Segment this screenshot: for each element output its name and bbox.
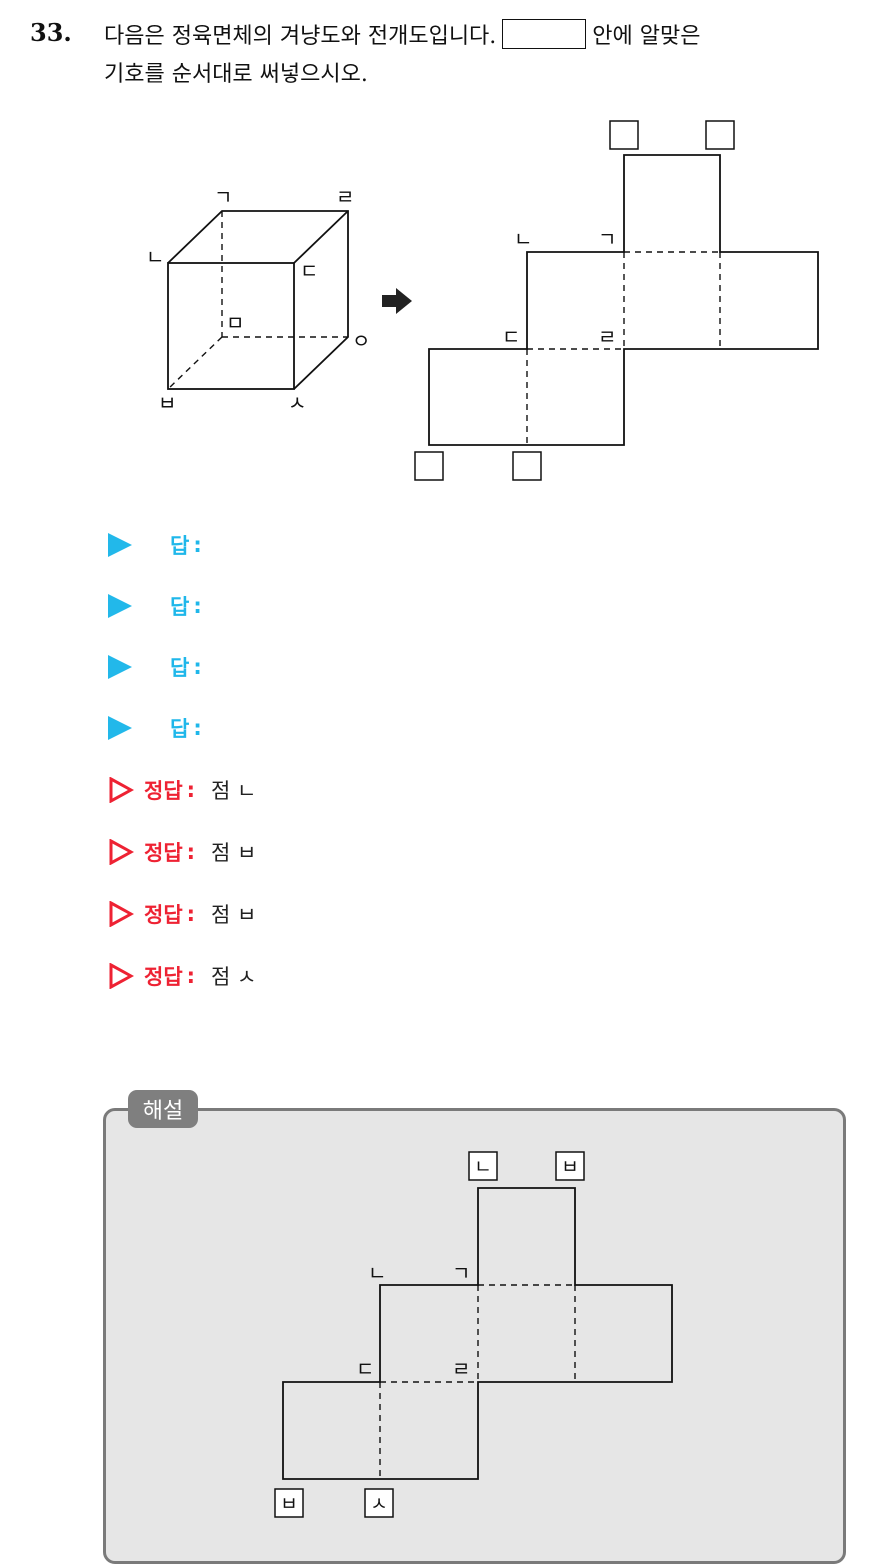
explanation-filled-boxes: ㄴ ㅂ ㅂ ㅅ (274, 1151, 585, 1518)
cube-label-n: ㄴ (146, 245, 164, 269)
cube-label-o: ㅇ (352, 329, 370, 353)
cube-label-d: ㄷ (300, 259, 318, 283)
correct-colon: : (186, 902, 196, 926)
answer-label: 답 (170, 656, 190, 680)
question-text-line2: 기호를 순서대로 써넣으시오. (104, 62, 368, 87)
answer-triangle-icon (108, 594, 132, 618)
question-text-before-box: 다음은 정육면체의 겨냥도와 전개도입니다. (104, 24, 497, 49)
explanation-figure: ㄴ ㄱ ㄷ ㄹ ㄴ ㅂ ㅂ ㅅ (274, 1151, 673, 1518)
filled-box-bottom-right: ㅅ (370, 1493, 387, 1515)
blank-box-top-right (705, 120, 735, 150)
net-label-n: ㄴ (514, 227, 532, 251)
cube-label-s: ㅅ (288, 391, 306, 415)
cube-label-g: ㄱ (214, 185, 232, 209)
correct-label: 정답 (144, 779, 183, 803)
explanation-net-fold-lines (379, 1284, 576, 1479)
cube-top-right-edge (293, 210, 349, 264)
exp-net-label-n: ㄴ (368, 1261, 386, 1285)
correct-value: 점 ㅂ (211, 903, 257, 927)
explanation-panel (103, 1108, 846, 1564)
answer-row: 답: (108, 708, 202, 748)
question-text-after-box: 안에 알맞은 (592, 24, 701, 49)
correct-triangle-icon (109, 901, 134, 927)
explanation-net-labels: ㄴ ㄱ ㄷ ㄹ (356, 1261, 470, 1381)
correct-value: 점 ㅅ (211, 965, 257, 989)
blank-box (502, 19, 587, 49)
exp-net-label-g: ㄱ (452, 1261, 470, 1285)
cube-label-m: ㅁ (226, 311, 244, 335)
net-label-g: ㄱ (598, 227, 616, 251)
answer-label: 답 (170, 595, 190, 619)
cube-hidden-edges (167, 211, 348, 390)
answer-colon: : (193, 716, 202, 740)
cube-vertex-labels: ㄱ ㄹ ㄴ ㄷ ㅁ ㅇ ㅂ ㅅ (146, 185, 370, 415)
net-label-d: ㄷ (502, 325, 520, 349)
cube-net-diagram (428, 154, 819, 446)
correct-answer-row: 정답: 점 ㅅ (108, 956, 256, 996)
correct-value: 점 ㅂ (211, 841, 257, 865)
cube-diagram (167, 210, 349, 390)
answer-row: 답: (108, 525, 202, 565)
answer-row: 답: (108, 647, 202, 687)
correct-label: 정답 (144, 903, 183, 927)
answer-label: 답 (170, 534, 190, 558)
exp-net-label-d: ㄷ (356, 1357, 374, 1381)
net-fold-lines (526, 251, 721, 445)
net-label-r: ㄹ (598, 325, 616, 349)
answer-colon: : (193, 533, 202, 557)
filled-box-bottom-left: ㅂ (280, 1493, 297, 1515)
filled-box-top-left: ㄴ (474, 1156, 491, 1178)
correct-label: 정답 (144, 841, 183, 865)
cube-label-r: ㄹ (336, 185, 354, 209)
answer-colon: : (193, 594, 202, 618)
correct-triangle-icon (109, 839, 134, 865)
correct-colon: : (186, 964, 196, 988)
explanation-net-diagram (282, 1187, 673, 1480)
correct-answer-row: 정답: 점 ㄴ (108, 770, 256, 810)
correct-label: 정답 (144, 965, 183, 989)
correct-colon: : (186, 778, 196, 802)
net-blank-boxes (414, 120, 735, 481)
question-text-line1: 다음은 정육면체의 겨냥도와 전개도입니다. 안에 알맞은 (104, 18, 701, 50)
correct-value: 점 ㄴ (211, 779, 257, 803)
right-arrow-icon (382, 288, 412, 314)
answer-label: 답 (170, 717, 190, 741)
answer-row: 답: (108, 586, 202, 626)
question-number: 33. (30, 18, 72, 47)
net-vertex-labels: ㄴ ㄱ ㄷ ㄹ (502, 227, 616, 349)
correct-answer-row: 정답: 점 ㅂ (108, 894, 256, 934)
answer-triangle-icon (108, 655, 132, 679)
answer-triangle-icon (108, 716, 132, 740)
explanation-tag: 해설 (128, 1090, 198, 1128)
correct-triangle-icon (109, 963, 134, 989)
exp-net-label-r: ㄹ (452, 1357, 470, 1381)
blank-box-top-left (609, 120, 639, 150)
problem-figure: ㄱ ㄹ ㄴ ㄷ ㅁ ㅇ ㅂ ㅅ ㄴ ㄱ ㄷ ㄹ (146, 120, 819, 481)
answer-colon: : (193, 655, 202, 679)
blank-box-bottom-right (512, 451, 542, 481)
filled-box-top-right: ㅂ (561, 1156, 578, 1178)
blank-box-bottom-left (414, 451, 444, 481)
correct-triangle-icon (109, 777, 134, 803)
answer-triangle-icon (108, 533, 132, 557)
cube-label-b: ㅂ (158, 391, 176, 415)
cube-front-face (167, 262, 295, 390)
correct-answer-row: 정답: 점 ㅂ (108, 832, 256, 872)
correct-colon: : (186, 840, 196, 864)
